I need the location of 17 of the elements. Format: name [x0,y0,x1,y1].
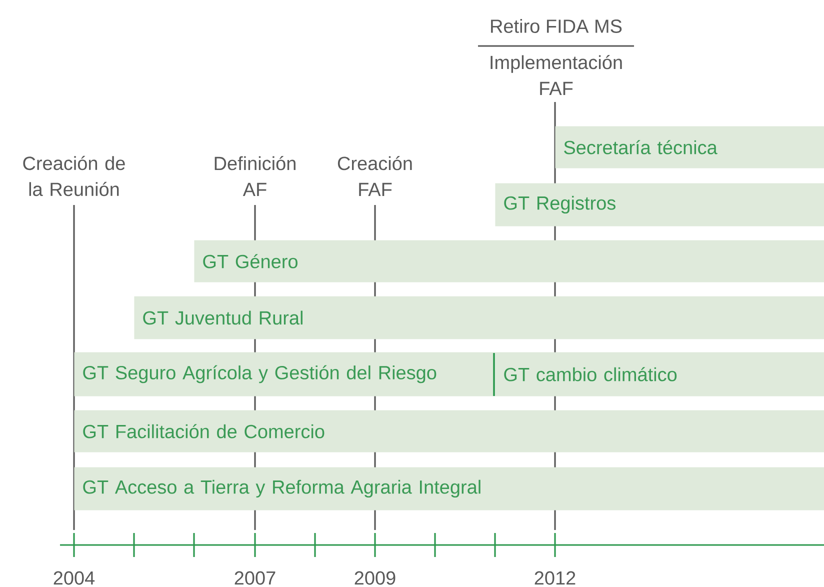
timeline-bar: GT cambio climático [495,352,824,396]
timeline-bar: GT Seguro Agrícola y Gestión del Riesgo [74,352,496,396]
year-label: 2012 [534,571,576,585]
year-label: 2004 [54,571,95,585]
milestone-label: Creación de la Reunión [23,156,125,196]
year-label: 2007 [234,571,276,585]
milestone-label: Definición AF [214,156,296,196]
timeline-bar: GT Facilitación de Comercio [74,410,824,452]
timeline-bar: GT Género [194,240,824,282]
timeline-bar: GT Acceso a Tierra y Reforma Agraria Integral [74,467,824,510]
timeline-bar: Secretaría técnica [555,126,824,168]
milestone-label: Creación FAF [338,156,412,196]
timeline-bar: GT Registros [495,183,824,226]
milestone-label: Implementación FAF [490,55,622,95]
milestone-label: Retiro FIDA MS [491,19,622,33]
year-label: 2009 [354,571,396,585]
timeline-bar: GT Juventud Rural [134,296,824,340]
